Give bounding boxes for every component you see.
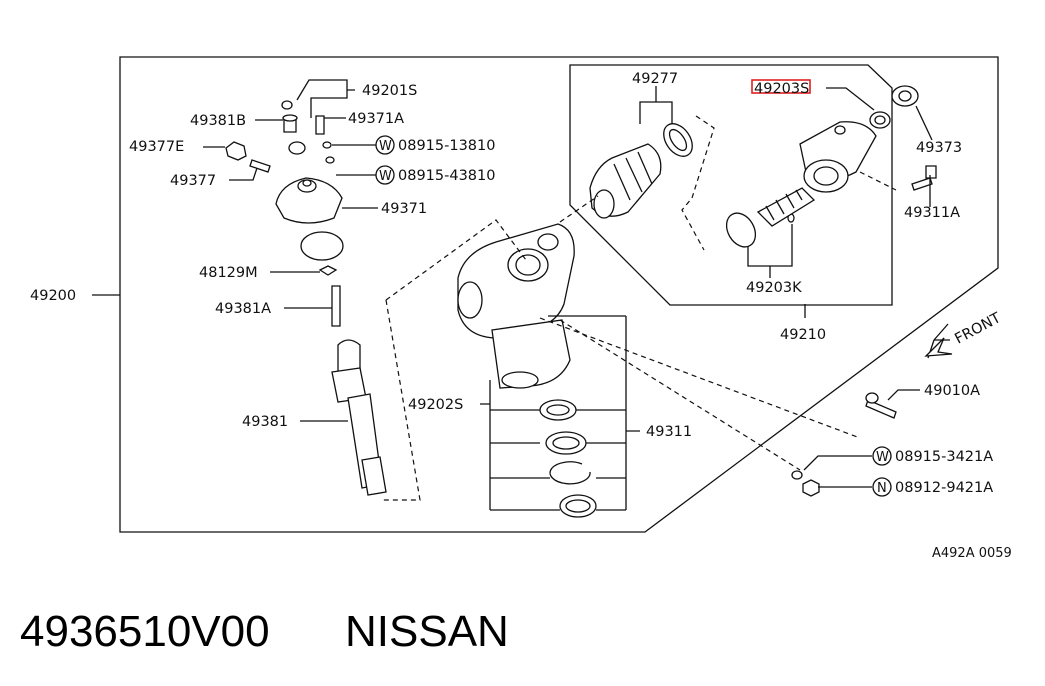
label-49371: 49371 (381, 201, 427, 217)
label-49311a: 49311A (904, 205, 960, 221)
label-49277: 49277 (632, 71, 678, 87)
valve-parts (589, 85, 937, 248)
label-49381a: 49381A (215, 301, 271, 317)
top-cover-parts (225, 100, 387, 496)
reference-code: A492A 0059 (932, 546, 1012, 561)
label-49371a: 49371A (348, 111, 404, 127)
label-49373: 49373 (916, 140, 962, 156)
label-08915-13810: 08915-13810 (398, 138, 496, 154)
seal-rings (539, 399, 597, 518)
label-08915-43810: 08915-43810 (398, 168, 496, 184)
assembly-outline (119, 56, 999, 533)
brand-name: NISSAN (345, 607, 509, 656)
label-49203s: 49203S (754, 81, 809, 97)
label-49201s: 49201S (362, 83, 417, 99)
label-49210: 49210 (780, 327, 826, 343)
alignment-lines (380, 115, 897, 501)
highlight-box (751, 79, 811, 94)
label-49381: 49381 (242, 414, 288, 430)
label-08915-3421a: 08915-3421A (895, 449, 993, 465)
label-49202s: 49202S (408, 397, 463, 413)
nut-prefix: N (877, 481, 887, 496)
label-49381b: 49381B (190, 113, 246, 129)
label-49311: 49311 (646, 424, 692, 440)
label-49377e: 49377E (129, 139, 184, 155)
label-08912-9421a: 08912-9421A (895, 480, 993, 496)
label-49203k: 49203K (746, 280, 802, 296)
circled-prefixes (375, 135, 892, 497)
washer-prefix-1: W (379, 139, 392, 154)
washer-prefix-2: W (379, 169, 392, 184)
valve-assembly-outline (569, 64, 893, 306)
label-48129m: 48129M (199, 265, 258, 281)
leader-lines (92, 79, 953, 511)
label-49200: 49200 (30, 288, 76, 304)
gear-housing (457, 223, 575, 389)
part-number: 4936510V00 (20, 607, 270, 656)
mounting-hardware (791, 392, 897, 497)
label-49010a: 49010A (924, 383, 980, 399)
label-49377: 49377 (170, 173, 216, 189)
label-front: FRONT (952, 310, 1003, 347)
washer-prefix-3: W (876, 450, 889, 465)
